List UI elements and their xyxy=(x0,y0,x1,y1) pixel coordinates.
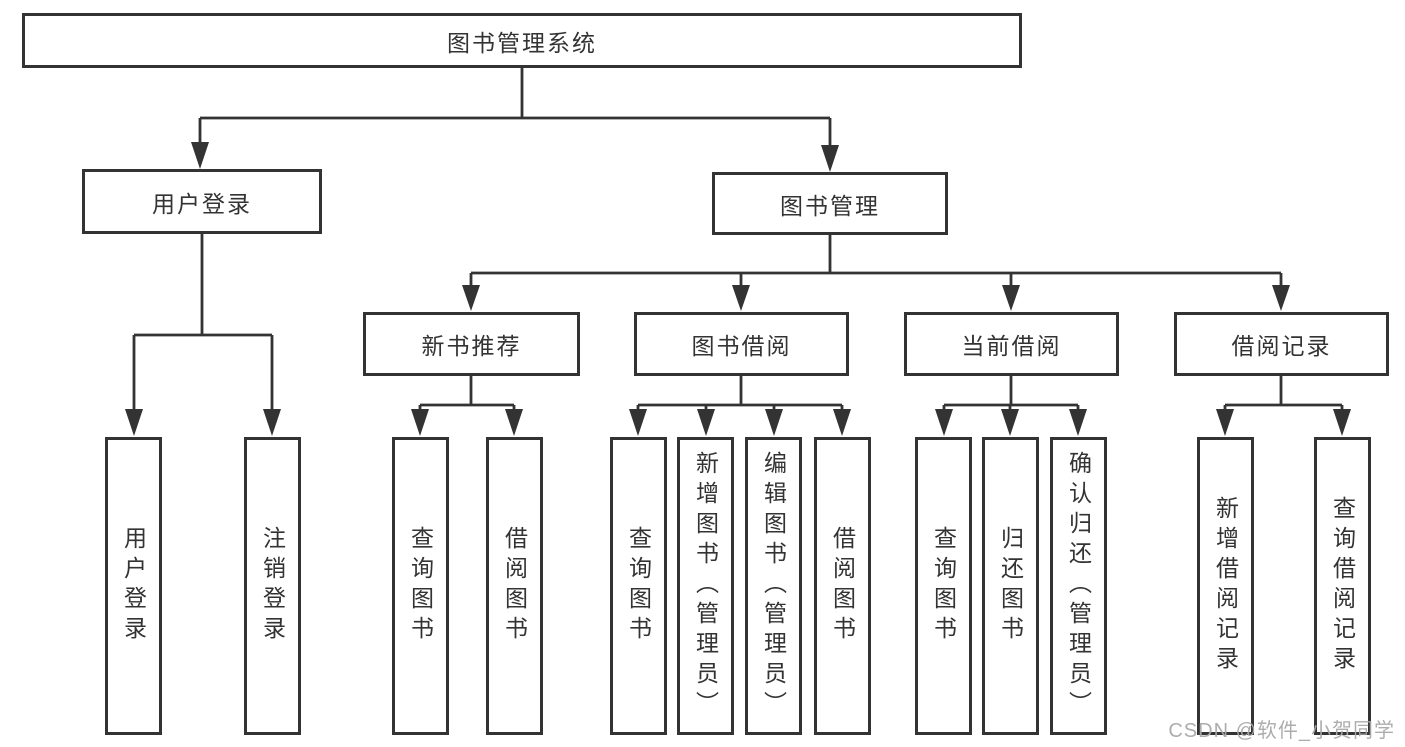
leaf-bb-borrow-books: 借阅图书 xyxy=(814,437,871,735)
leaf-label: 查询图书 xyxy=(407,526,434,646)
node-borrow-records: 借阅记录 xyxy=(1174,312,1389,376)
leaf-label: 新增借阅记录 xyxy=(1212,496,1239,676)
node-book-borrow: 图书借阅 xyxy=(634,312,849,376)
leaf-label: 借阅图书 xyxy=(501,526,528,646)
leaf-label: 新增图书（管理员） xyxy=(692,451,719,721)
leaf-cb-confirm-return: 确认归还（管理员） xyxy=(1050,437,1107,735)
leaf-label: 确认归还（管理员） xyxy=(1065,451,1092,721)
node-label: 图书管理 xyxy=(780,192,880,219)
leaf-label: 查询图书 xyxy=(930,526,957,646)
connector-borrow-records-to-leaves xyxy=(1216,376,1351,436)
leaf-bb-add-books: 新增图书（管理员） xyxy=(677,437,734,735)
connector-new-book-recommend-to-leaves xyxy=(411,376,523,436)
leaf-br-add-record: 新增借阅记录 xyxy=(1197,437,1254,735)
node-current-borrow: 当前借阅 xyxy=(904,312,1119,376)
leaf-user-login: 用户登录 xyxy=(105,437,162,735)
leaf-label: 查询图书 xyxy=(625,526,652,646)
connector-user-login-to-leaves xyxy=(125,234,281,436)
leaf-br-query-record: 查询借阅记录 xyxy=(1314,437,1371,735)
node-label: 新书推荐 xyxy=(421,333,522,359)
leaf-label: 归还图书 xyxy=(997,526,1024,646)
node-book-management: 图书管理 xyxy=(712,172,948,235)
node-label: 借阅记录 xyxy=(1231,333,1332,359)
leaf-label: 编辑图书（管理员） xyxy=(760,451,787,721)
leaf-bb-edit-books: 编辑图书（管理员） xyxy=(745,437,802,735)
csdn-watermark: CSDN @软件_小贺同学 xyxy=(1168,720,1395,742)
leaf-label: 借阅图书 xyxy=(829,526,856,646)
connector-book-management-to-level3 xyxy=(462,235,1290,311)
leaf-nb-borrow-books: 借阅图书 xyxy=(486,437,543,735)
leaf-label: 用户登录 xyxy=(120,526,147,646)
node-user-login: 用户登录 xyxy=(82,169,322,234)
leaf-logout: 注销登录 xyxy=(244,437,301,735)
connector-book-borrow-to-leaves xyxy=(629,376,851,436)
leaf-nb-query-books: 查询图书 xyxy=(392,437,449,735)
connector-current-borrow-to-leaves xyxy=(935,376,1087,436)
node-label: 当前借阅 xyxy=(961,333,1062,359)
node-root: 图书管理系统 xyxy=(22,13,1022,68)
leaf-label: 查询借阅记录 xyxy=(1329,496,1356,676)
leaf-cb-return-books: 归还图书 xyxy=(982,437,1039,735)
node-label: 图书借阅 xyxy=(691,333,792,359)
node-label: 用户登录 xyxy=(152,190,252,217)
connector-root-to-level2 xyxy=(191,68,839,172)
leaf-label: 注销登录 xyxy=(259,526,286,646)
leaf-bb-query-books: 查询图书 xyxy=(610,437,667,735)
node-new-book-recommend: 新书推荐 xyxy=(363,312,580,376)
leaf-cb-query-books: 查询图书 xyxy=(915,437,972,735)
node-label: 图书管理系统 xyxy=(447,29,597,56)
